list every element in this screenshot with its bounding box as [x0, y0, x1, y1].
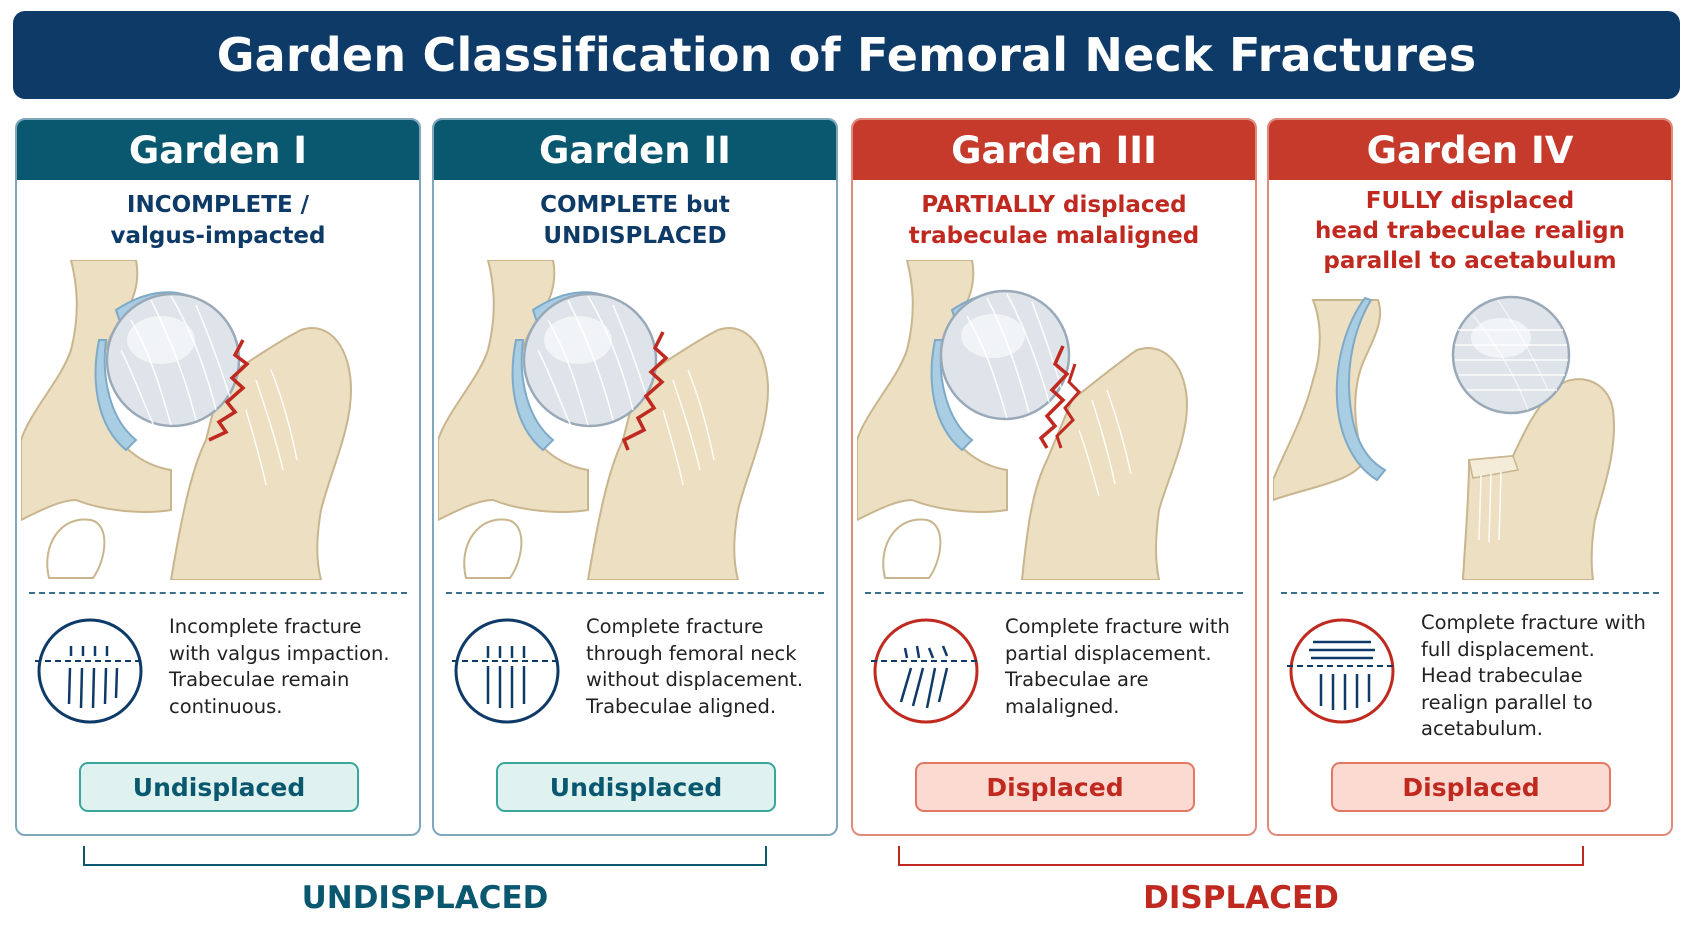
card-garden-2: Garden II COMPLETE but UNDISPLACED Compl… [432, 118, 838, 836]
section-divider [1281, 592, 1659, 594]
displaced-group-bracket [898, 846, 1584, 866]
hip-fracture-illustration [857, 260, 1189, 580]
malaligned-trabeculae-icon [871, 618, 981, 724]
status-badge: Displaced [1331, 762, 1611, 812]
card-description: Complete fracture with partial displacem… [1005, 615, 1230, 718]
status-badge: Undisplaced [496, 762, 776, 812]
card-header: Garden II [434, 120, 836, 180]
parallel-trabeculae-icon [1287, 618, 1397, 724]
aligned-trabeculae-icon [452, 618, 562, 724]
undisplaced-group-label: UNDISPLACED [301, 880, 549, 916]
card-header: Garden III [853, 120, 1255, 180]
hip-fracture-illustration [438, 260, 770, 580]
hip-fracture-illustration [1273, 295, 1615, 580]
card-subtitle: INCOMPLETE / valgus-impacted [110, 192, 326, 249]
card-garden-4: Garden IV FULLY displaced head trabecula… [1267, 118, 1673, 836]
status-badge: Displaced [915, 762, 1195, 812]
status-badge: Undisplaced [79, 762, 359, 812]
title-banner: Garden Classification of Femoral Neck Fr… [13, 11, 1680, 99]
card-description: Complete fracture through femoral neck w… [586, 615, 804, 718]
section-divider [446, 592, 824, 594]
section-divider [865, 592, 1243, 594]
card-header: Garden I [17, 120, 419, 180]
undisplaced-group-bracket [83, 846, 767, 866]
card-description: Incomplete fracture with valgus impactio… [169, 615, 390, 718]
hip-fracture-illustration [21, 260, 353, 580]
displaced-group-label: DISPLACED [1143, 880, 1339, 916]
page-title: Garden Classification of Femoral Neck Fr… [216, 28, 1477, 82]
section-divider [29, 592, 407, 594]
card-subtitle: COMPLETE but UNDISPLACED [540, 192, 730, 249]
card-garden-3: Garden III PARTIALLY displaced trabecula… [851, 118, 1257, 836]
card-subtitle: FULLY displaced head trabeculae realign … [1315, 188, 1625, 274]
card-garden-1: Garden I INCOMPLETE / valgus-impacted In… [15, 118, 421, 836]
incomplete-trabeculae-icon [35, 618, 145, 724]
card-subtitle: PARTIALLY displaced trabeculae malaligne… [908, 192, 1200, 249]
card-header: Garden IV [1269, 120, 1671, 180]
card-description: Complete fracture with full displacement… [1421, 611, 1646, 740]
